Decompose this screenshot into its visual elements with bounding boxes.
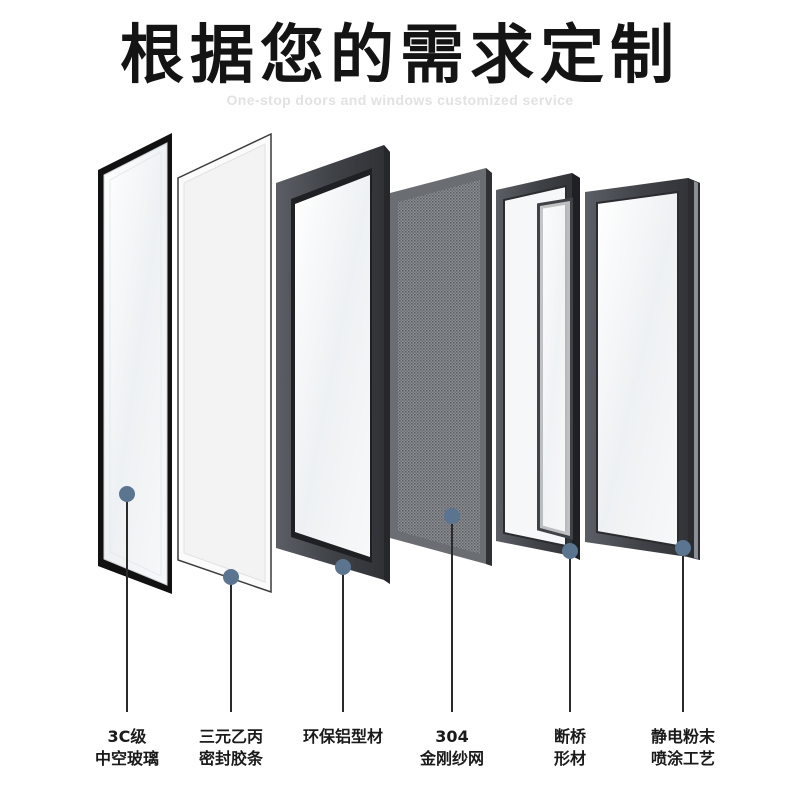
label-line: 形材: [553, 749, 586, 768]
label-line: 304: [435, 727, 469, 746]
label-mesh: 304 金刚纱网: [397, 726, 507, 770]
label-line: 密封胶条: [198, 749, 263, 768]
label-line: 三元乙丙: [198, 727, 263, 746]
aluminum-frame-icon: [276, 145, 390, 584]
leader-lines: [126, 494, 684, 712]
marker-coating: [675, 540, 691, 556]
page-title: 根据您的需求定制: [120, 19, 680, 93]
label-frame: 环保铝型材: [288, 726, 398, 748]
powder-coating-icon: [585, 178, 700, 560]
label-line: 3C级: [107, 727, 147, 746]
page-subtitle: One-stop doors and windows customized se…: [226, 92, 574, 108]
label-line: 金刚纱网: [419, 749, 484, 768]
label-profile: 断桥 形材: [515, 726, 625, 770]
glass-pane-icon: [98, 133, 172, 594]
label-line: 喷涂工艺: [650, 749, 715, 768]
marker-frame: [335, 559, 351, 575]
label-glass: 3C级 中空玻璃: [72, 726, 182, 770]
marker-mesh: [444, 508, 460, 524]
callout-markers: [119, 486, 691, 585]
label-line: 中空玻璃: [94, 749, 159, 768]
mesh-screen-icon: [390, 168, 492, 566]
label-line: 环保铝型材: [302, 727, 383, 746]
label-seal: 三元乙丙 密封胶条: [176, 726, 286, 770]
label-line: 断桥: [553, 727, 586, 746]
label-coating: 静电粉末 喷涂工艺: [628, 726, 738, 770]
seal-strip-icon: [177, 132, 272, 594]
marker-seal: [223, 569, 239, 585]
label-line: 静电粉末: [650, 727, 715, 746]
marker-profile: [562, 543, 578, 559]
marker-glass: [119, 486, 135, 502]
thermal-break-profile-icon: [496, 173, 580, 560]
